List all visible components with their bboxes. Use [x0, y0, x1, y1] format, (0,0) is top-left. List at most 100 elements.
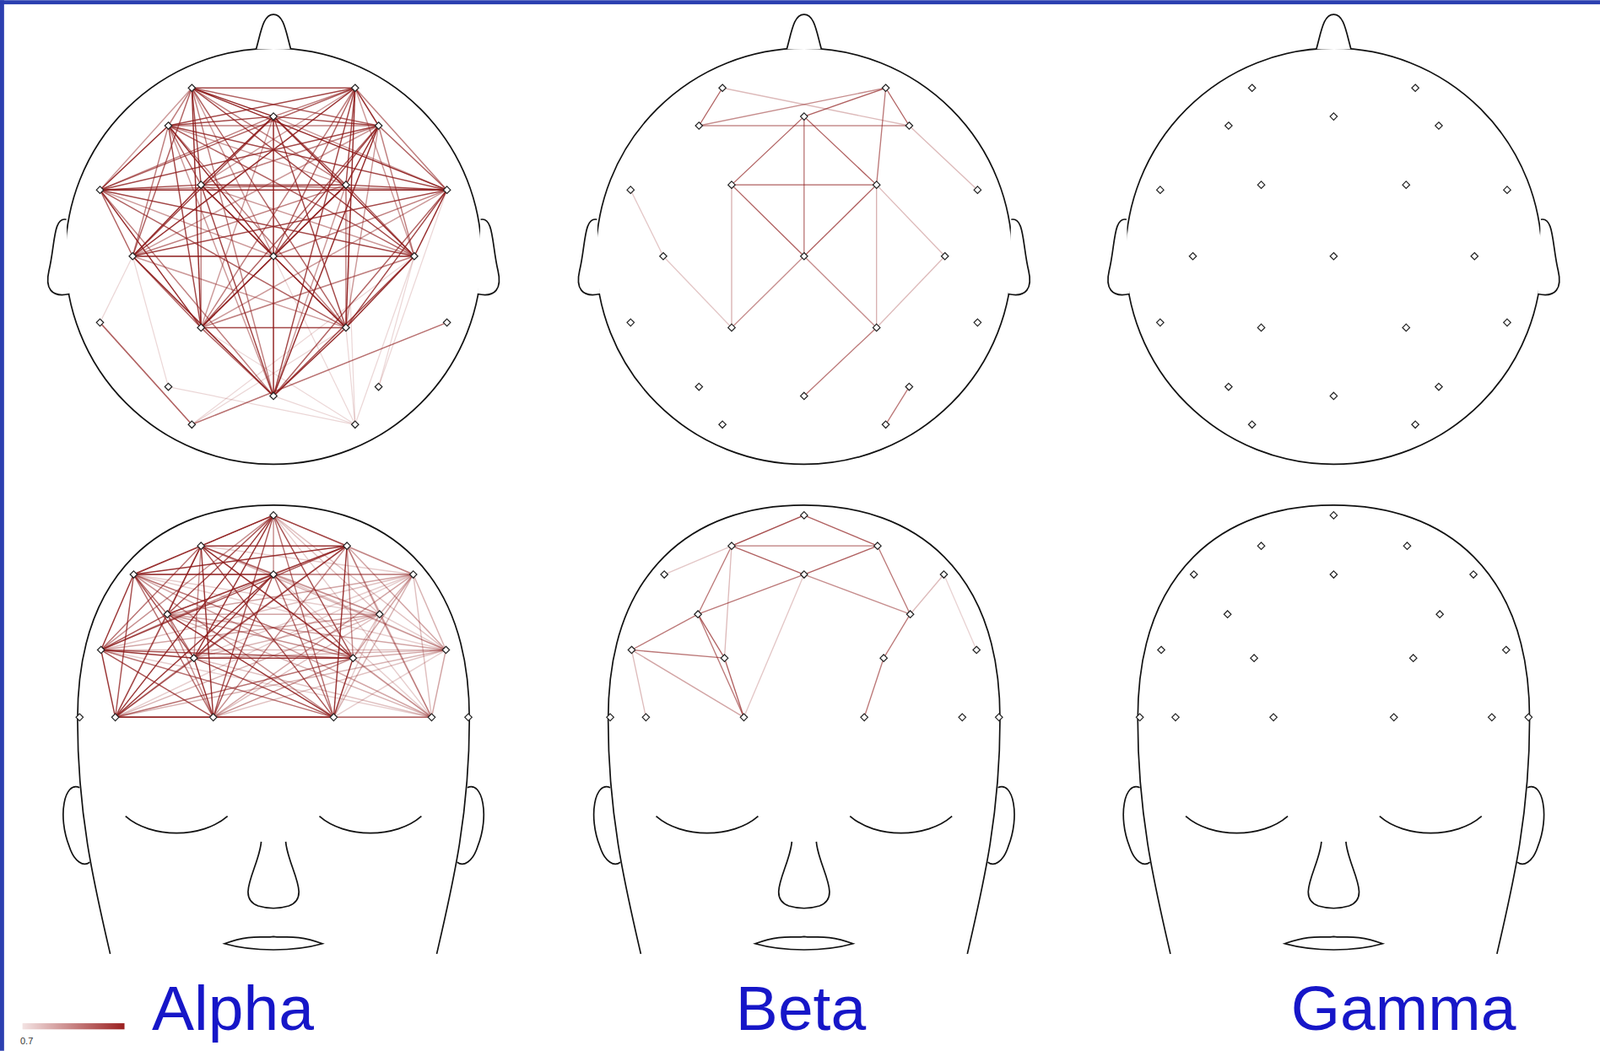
- electrode: [1436, 610, 1444, 618]
- electrode: [1135, 713, 1143, 721]
- electrode: [973, 186, 981, 194]
- connectivity-line: [100, 189, 346, 328]
- electrode: [443, 318, 450, 326]
- connectivity-line: [273, 116, 379, 126]
- connectivity-line: [100, 189, 275, 396]
- ear-outline: [1517, 787, 1545, 865]
- electrode: [164, 122, 172, 130]
- electrode: [1402, 181, 1410, 189]
- lips-outline: [224, 936, 323, 951]
- electrode: [351, 84, 359, 92]
- connectivity-line: [100, 87, 193, 190]
- connectivity-line: [132, 184, 201, 257]
- electrodes: [75, 84, 1533, 722]
- closed-eye: [125, 816, 228, 834]
- electrode: [1329, 571, 1337, 579]
- connectivity-line: [876, 184, 946, 257]
- connectivity-line: [273, 255, 415, 257]
- nose-outline: [248, 842, 299, 909]
- electrode: [96, 186, 103, 194]
- connectivity-line: [697, 614, 725, 659]
- closed-eye: [1185, 816, 1288, 834]
- electrode: [1329, 253, 1337, 260]
- connectivity-line: [908, 125, 978, 190]
- connectivity-line: [273, 125, 379, 396]
- electrode: [342, 181, 350, 189]
- electrode: [270, 392, 277, 400]
- band-label: Alpha: [151, 977, 314, 1041]
- electrode: [728, 181, 736, 189]
- electrode: [881, 421, 889, 428]
- band-label: Gamma: [1291, 977, 1517, 1041]
- electrode: [129, 571, 137, 579]
- connectivity-line: [379, 614, 447, 650]
- electrode: [1329, 512, 1337, 519]
- electrode: [270, 512, 277, 519]
- connectivity-line: [194, 614, 380, 659]
- connectivity-line: [168, 87, 356, 126]
- electrode: [872, 181, 880, 189]
- connectivity-line: [698, 87, 886, 126]
- connectivity-line: [379, 614, 433, 718]
- electrode: [642, 713, 649, 721]
- electrode: [1257, 324, 1265, 331]
- electrode: [190, 654, 198, 662]
- electrode: [427, 713, 435, 721]
- electrode: [1390, 713, 1398, 721]
- connectivity-line: [804, 256, 877, 329]
- electrode: [1248, 84, 1255, 92]
- electrode: [800, 392, 808, 400]
- connectivity-line: [200, 184, 274, 396]
- electrode: [1403, 542, 1411, 550]
- electrode: [1470, 253, 1478, 260]
- closed-eye: [656, 816, 759, 834]
- connectivity-line: [213, 658, 354, 718]
- connectivity-line: [213, 717, 433, 719]
- connectivity-line: [132, 87, 356, 257]
- connectivity-line: [194, 574, 414, 659]
- electrode: [163, 610, 171, 618]
- connectivity-line: [191, 327, 346, 425]
- connectivity-line: [194, 658, 214, 718]
- connectivity-line: [875, 184, 877, 328]
- window-border: [0, 0, 5, 1051]
- ear-outline: [477, 219, 500, 296]
- electrode: [197, 181, 205, 189]
- electrode: [973, 318, 981, 326]
- connectivity-line: [115, 545, 347, 718]
- electrode: [75, 713, 83, 721]
- electrode: [695, 383, 703, 390]
- ear-outline: [63, 787, 91, 865]
- connectivity-line: [132, 256, 274, 397]
- connectivity-line: [631, 650, 725, 660]
- color-bar-value: 0.7: [20, 1037, 33, 1047]
- connectivity-line: [273, 189, 448, 257]
- connectivity-line: [101, 614, 380, 650]
- connectivity-line: [724, 545, 732, 659]
- connectivity-line: [630, 189, 664, 257]
- electrode: [627, 646, 635, 654]
- connectivity-line: [100, 116, 275, 190]
- connectivity-line: [731, 183, 877, 185]
- connectivity-line: [804, 184, 877, 257]
- connectivity-line: [910, 574, 945, 615]
- connectivity-line: [333, 650, 446, 719]
- connectivity-line: [333, 658, 353, 718]
- connectivity-line: [132, 125, 168, 257]
- ear-outline: [457, 787, 485, 865]
- connectivity-line: [804, 116, 877, 185]
- electrode: [96, 318, 103, 326]
- connectivity-line: [191, 87, 415, 257]
- nose-outline: [1308, 842, 1359, 909]
- connectivity-line: [697, 614, 744, 718]
- electrode: [188, 84, 195, 92]
- connectivity-line: [273, 116, 448, 190]
- electrode: [270, 571, 277, 579]
- scalp-outline: [595, 48, 1012, 465]
- electrode: [905, 122, 913, 130]
- nose-outline: [778, 842, 830, 909]
- electrode: [97, 646, 104, 654]
- electrode: [374, 122, 382, 130]
- electrode: [1257, 542, 1265, 550]
- electrode: [694, 610, 702, 618]
